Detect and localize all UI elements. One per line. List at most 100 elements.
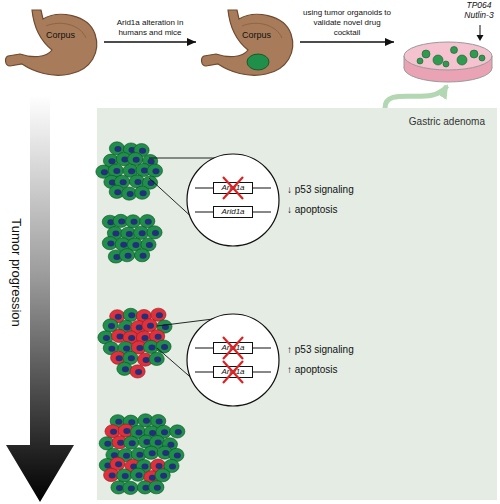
- organoid: [422, 50, 430, 58]
- cell-nucleus: [108, 323, 115, 329]
- flow-arrow: [300, 41, 394, 42]
- organoid: [417, 58, 423, 64]
- cell-nucleus: [143, 357, 150, 363]
- cell-nucleus: [112, 231, 119, 237]
- cell-nucleus: [147, 323, 154, 329]
- cell-nucleus: [125, 253, 132, 259]
- cell-nucleus: [145, 219, 152, 225]
- cell-nucleus: [160, 473, 167, 479]
- effect-label: ↓ apoptosis: [287, 204, 338, 215]
- cell-nucleus: [140, 253, 147, 259]
- deletion-cross: [213, 342, 253, 354]
- organoid: [433, 55, 443, 65]
- cell-nucleus: [133, 157, 140, 163]
- cell-nucleus: [146, 242, 153, 248]
- cell-nucleus: [141, 335, 148, 341]
- cell-nucleus: [128, 355, 135, 361]
- gene-name: Arid1a: [214, 207, 252, 217]
- tumor-cell-green: [144, 446, 159, 459]
- cell-nucleus: [104, 441, 111, 447]
- stomach-shape: [202, 10, 293, 75]
- tumor-cell-green: [147, 226, 162, 239]
- edge-label: using tumor organoids to validate novel …: [302, 8, 392, 38]
- zoom-callout: ↓ p53 signaling↓ apoptosisArid1aArid1a: [185, 152, 385, 248]
- cell-nucleus: [152, 230, 159, 236]
- tumor-cell-green: [149, 352, 164, 365]
- gene-box: Arid1a: [213, 366, 253, 378]
- tumor-cell-green: [134, 249, 149, 262]
- cell-nucleus: [140, 190, 147, 196]
- flow-arrow: [104, 41, 196, 42]
- stomach-art: [2, 6, 102, 78]
- cell-nucleus: [117, 440, 124, 446]
- cell-nucleus: [101, 169, 108, 175]
- tumor-lesion: [247, 54, 269, 70]
- cell-nucleus: [136, 345, 143, 351]
- cross-stroke: [223, 337, 243, 359]
- cell-nucleus: [118, 218, 125, 224]
- cell-nucleus: [155, 440, 162, 446]
- stomach-shape: [6, 10, 97, 75]
- cell-nucleus: [107, 241, 114, 247]
- cell-nucleus: [109, 472, 116, 478]
- zoom-circle: [187, 314, 279, 406]
- cell-nucleus: [122, 473, 129, 479]
- tumor-cell-green: [134, 226, 149, 239]
- adenoma-panel: Gastric adenoma↓ p53 signaling↓ apoptosi…: [97, 108, 497, 500]
- cell-nucleus: [155, 334, 162, 340]
- cell-nucleus: [116, 485, 123, 491]
- cell-nucleus: [122, 366, 129, 372]
- effect-label: ↑ apoptosis: [287, 364, 338, 375]
- drug-label: TP064 Nutlin-3: [460, 0, 498, 20]
- cell-nucleus: [174, 452, 181, 458]
- zoom-callout: ↑ p53 signaling↑ apoptosisArid1aArid1a: [185, 312, 385, 408]
- cell-nucleus: [114, 189, 121, 195]
- region-label: Corpus: [242, 30, 271, 40]
- petri-dish: TP064 Nutlin-3: [396, 0, 498, 86]
- cell-nucleus: [161, 344, 168, 350]
- organoid: [451, 47, 458, 54]
- cell-nucleus: [110, 429, 117, 435]
- cell-nucleus: [142, 485, 149, 491]
- pointer-head: [477, 35, 484, 41]
- cell-nucleus: [148, 159, 155, 165]
- cell-nucleus: [123, 453, 130, 459]
- tumor-cell-green: [117, 362, 132, 375]
- region-label: Corpus: [46, 30, 75, 40]
- zoom-circle: [187, 154, 279, 246]
- cell-nucleus: [148, 180, 155, 186]
- cell-nucleus: [123, 428, 130, 434]
- cell-nucleus: [120, 179, 127, 185]
- deletion-cross: [213, 366, 253, 378]
- effect-label: ↑ p53 signaling: [287, 344, 354, 355]
- cell-nucleus: [115, 461, 122, 467]
- panel-title: Gastric adenoma: [409, 116, 485, 127]
- organoid: [443, 61, 449, 67]
- cell-nucleus: [115, 419, 122, 425]
- tumor-cell-green: [147, 164, 162, 177]
- cell-nucleus: [139, 230, 146, 236]
- tumor-cell-green: [170, 425, 185, 438]
- stomach-illustration: Corpus: [198, 6, 298, 78]
- cell-nucleus: [154, 356, 161, 362]
- cell-nucleus: [131, 219, 138, 225]
- cell-nucleus: [135, 369, 142, 375]
- cell-nucleus: [123, 346, 130, 352]
- cell-nucleus: [152, 168, 159, 174]
- tumor-cell-green: [123, 481, 138, 494]
- cell-nucleus: [161, 429, 168, 435]
- callout-art: [185, 152, 281, 248]
- cross-stroke: [223, 177, 243, 199]
- cell-nucleus: [129, 440, 136, 446]
- cell-nucleus: [115, 314, 122, 320]
- cross-stroke: [223, 361, 243, 383]
- return-arrow: [385, 86, 447, 108]
- cell-nucleus: [135, 429, 142, 435]
- tumor-cell-green: [124, 436, 139, 449]
- tumor-cell-green: [117, 469, 132, 482]
- cell-nucleus: [162, 450, 169, 456]
- cell-nucleus: [149, 430, 156, 436]
- cell-nucleus: [126, 231, 133, 237]
- stomach-art: [198, 6, 298, 78]
- tumor-cell-green: [135, 186, 150, 199]
